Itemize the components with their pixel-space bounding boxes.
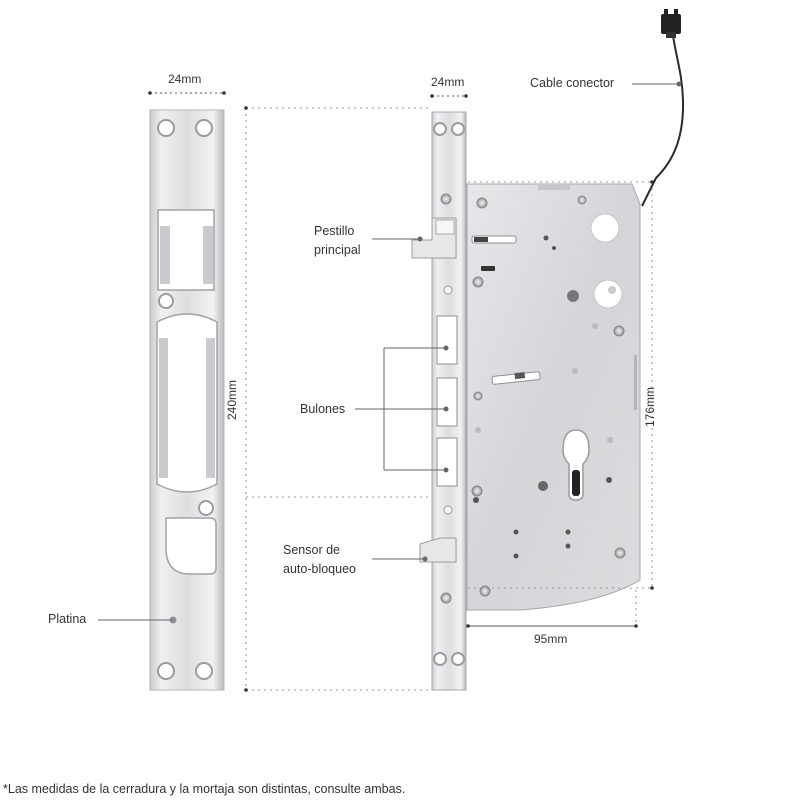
callout-lines: [98, 83, 679, 621]
cable-connector: [641, 9, 685, 207]
body-height-dimension: [468, 181, 653, 589]
strike-plate: [149, 109, 225, 691]
cable-label: Cable conector: [530, 76, 615, 90]
height-label: 240mm: [225, 379, 240, 421]
footnote: *Las medidas de la cerradura y la mortaj…: [3, 782, 406, 796]
plate-label: Platina: [48, 612, 87, 626]
body-width-label: 95mm: [534, 632, 568, 646]
latch-label-line1: Pestillo: [314, 224, 355, 238]
sensor-label-line2: auto-bloqueo: [283, 562, 356, 576]
faceplate-width-label: 24mm: [431, 75, 465, 89]
plate-width-label: 24mm: [168, 72, 202, 86]
lock-faceplate: [431, 111, 467, 691]
main-latch: [411, 217, 457, 259]
sensor-label-line1: Sensor de: [283, 543, 340, 557]
lock-body: [466, 183, 641, 611]
height-dimension: [245, 107, 432, 691]
bolts-label: Bulones: [300, 402, 346, 416]
body-height-label: 176mm: [643, 386, 658, 428]
latch-label-line2: principal: [314, 243, 361, 257]
callout-dots: [417, 81, 682, 562]
